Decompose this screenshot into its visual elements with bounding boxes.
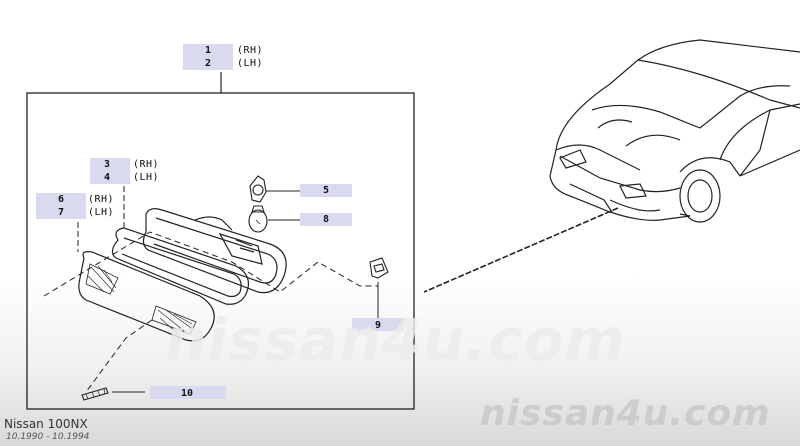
callout-4-side: (LH) [133, 172, 160, 183]
callout-4-number: 4 [104, 172, 111, 183]
callout-2-box [183, 57, 233, 70]
callout-2-number: 2 [205, 58, 212, 69]
callout-8-box [300, 213, 352, 226]
callout-7-number: 7 [58, 207, 65, 218]
screw [81, 387, 109, 401]
callout-7-box [36, 206, 86, 219]
clip [369, 257, 389, 279]
callout-10-number: 10 [181, 388, 194, 399]
callout-5-number: 5 [323, 185, 330, 196]
callout-6-number: 6 [58, 194, 65, 205]
callout-6-side: (RH) [88, 194, 115, 205]
callout-3-side: (RH) [133, 159, 160, 170]
callout-9-box [352, 318, 404, 331]
watermark-center: nissan4u.com [165, 306, 626, 374]
callout-10-box [150, 386, 226, 399]
callout-5-box [300, 184, 352, 197]
assembly-path-bottom [85, 319, 153, 393]
callout-6-box [36, 193, 86, 206]
car-pointer-line [423, 207, 619, 293]
watermark-corner: nissan4u.com [480, 393, 771, 434]
callout-1-box [183, 44, 233, 57]
footer-model: Nissan 100NX [4, 417, 88, 431]
callout-2-side: (LH) [237, 58, 264, 69]
bulb-socket [249, 175, 267, 203]
callout-1-number: 1 [205, 45, 212, 56]
callout-9-number: 9 [375, 320, 382, 331]
lamp-housing [142, 208, 287, 294]
assembly-path-top [43, 231, 378, 297]
callout-7-side: (LH) [88, 207, 115, 218]
bulb [248, 205, 268, 233]
callout-4-box [90, 171, 130, 184]
lamp-gasket [111, 227, 249, 305]
lamp-lens [78, 251, 215, 342]
callout-1-side: (RH) [237, 45, 264, 56]
callout-8-number: 8 [323, 214, 330, 225]
callout-3-box [90, 158, 130, 171]
footer-dates: 10.1990 - 10.1994 [6, 432, 90, 442]
callout-3-number: 3 [104, 159, 111, 170]
car-outline [549, 39, 800, 223]
